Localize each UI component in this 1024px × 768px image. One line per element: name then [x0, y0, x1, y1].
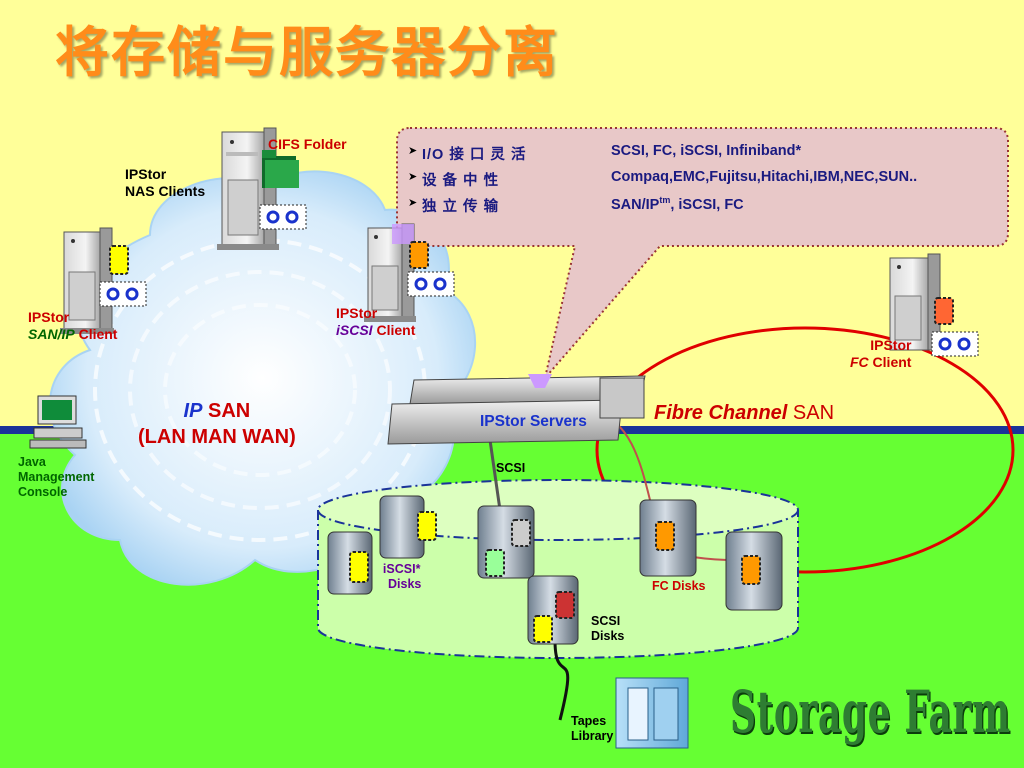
tapes-label-line2: Library: [571, 729, 614, 743]
san-ip-client-label: IPStor SAN/IP Client: [28, 309, 117, 343]
iscsi-client-label: IPStor iSCSI Client: [336, 305, 415, 339]
nas-hba-icon: [259, 204, 307, 230]
san-ip-suffix: Client: [74, 326, 118, 342]
scsi-disks-label-line1: SCSI: [591, 614, 621, 628]
lan-man-wan-label: (LAN MAN WAN): [138, 426, 296, 448]
iscsi-disk-icon: [409, 241, 429, 269]
fc-client-label-line1: IPStor: [870, 337, 912, 353]
bullet-arrow-icon: ➤: [408, 197, 418, 209]
fc-client-label: IPStor FC Client: [850, 337, 911, 371]
ipstor-servers-label: IPStor Servers: [480, 413, 587, 430]
iscsi-purple-tag: [392, 224, 414, 244]
fc-suffix: Client: [868, 354, 912, 370]
fc-disk-stack-1: [639, 499, 697, 577]
callout-key-text: 接 口 灵 活: [449, 147, 527, 163]
scsi-link-label: SCSI: [496, 461, 526, 475]
storage-farm-heading: Storage Farm: [730, 678, 1011, 746]
fc-client-tower: [889, 253, 941, 351]
ipstor-servers-rack: [387, 374, 646, 445]
iscsi-hba-icon: [407, 271, 455, 297]
java-label-line3: Console: [18, 485, 68, 499]
scsi-disks-label-line2: Disks: [591, 629, 625, 643]
cifs-folder-icon: [262, 150, 299, 188]
page-title: 将存储与服务器分离: [55, 21, 559, 84]
nas-clients-label: IPStor NAS Clients: [125, 166, 205, 200]
cifs-folder-label: CIFS Folder: [268, 136, 347, 152]
san-ip-hba-icon: [99, 281, 147, 307]
callout-value: SAN/IPtm, iSCSI, FC: [611, 195, 744, 213]
scsi-disks-label: SCSI Disks: [591, 614, 624, 644]
iscsi-client-label-line1: IPStor: [336, 305, 378, 321]
fc-loop: [595, 326, 1015, 574]
fc-client-disk-icon: [934, 297, 954, 325]
nas-clients-label-line1: IPStor: [125, 166, 167, 182]
iscsi-proto: iSCSI: [336, 322, 373, 338]
iscsi-disk-stack-2: [379, 495, 437, 559]
bullet-arrow-icon: ➤: [408, 171, 418, 183]
scsi-disk-stack-2: [527, 575, 579, 645]
callout-key: 独 立 传 输: [422, 199, 500, 215]
scsi-disk-stack-1: [477, 505, 535, 579]
tapes-library-label: Tapes Library: [571, 714, 613, 744]
java-label-line1: Java: [18, 455, 46, 469]
ip-san-rest: SAN: [202, 400, 251, 422]
iscsi-disks-label-line1: iSCSI*: [382, 562, 421, 576]
iscsi-suffix: Client: [372, 322, 416, 338]
san-ip-client-label-line1: IPStor: [28, 309, 70, 325]
ip-san-label: IP SAN (LAN MAN WAN): [138, 398, 296, 450]
nas-clients-label-line2: NAS Clients: [125, 183, 206, 199]
iscsi-disk-stack-1: [327, 531, 373, 595]
fibre-channel-san-label: Fibre Channel SAN: [654, 402, 834, 425]
callout-value: SCSI, FC, iSCSI, Infiniband*: [611, 143, 802, 159]
iscsi-disks-label: iSCSI* Disks: [382, 562, 421, 592]
callout-balloon: [396, 127, 1009, 379]
callout-value-post: , iSCSI, FC: [670, 196, 744, 213]
fc-client-hba-icon: [931, 331, 979, 357]
callout-key: 设 备 中 性: [422, 173, 500, 189]
fibre-channel-italic: Fibre Channel: [654, 402, 788, 424]
fibre-channel-rest: SAN: [787, 402, 835, 424]
san-ip-proto: SAN/IP: [28, 326, 75, 342]
java-console-label: Java Management Console: [18, 455, 94, 500]
fc-disks-label: FC Disks: [652, 579, 706, 593]
callout-key-prefix: I/O: [422, 147, 445, 163]
ip-san-italic: IP: [183, 400, 203, 422]
san-ip-disk-icon: [109, 245, 129, 275]
tape-library: [615, 677, 689, 749]
iscsi-disks-label-line2: Disks: [388, 577, 422, 591]
bullet-arrow-icon: ➤: [408, 145, 418, 157]
fc-disk-stack-2: [725, 531, 783, 611]
java-console-computer: [29, 395, 87, 449]
callout-key: I/O 接 口 灵 活: [422, 143, 526, 164]
fc-proto: FC: [850, 354, 869, 370]
callout-value: Compaq,EMC,Fujitsu,Hitachi,IBM,NEC,SUN..: [611, 169, 918, 185]
callout-value-sup: tm: [659, 195, 671, 205]
java-label-line2: Management: [18, 470, 95, 484]
tapes-label-line1: Tapes: [571, 714, 607, 728]
callout-value-pre: SAN/IP: [611, 196, 660, 213]
